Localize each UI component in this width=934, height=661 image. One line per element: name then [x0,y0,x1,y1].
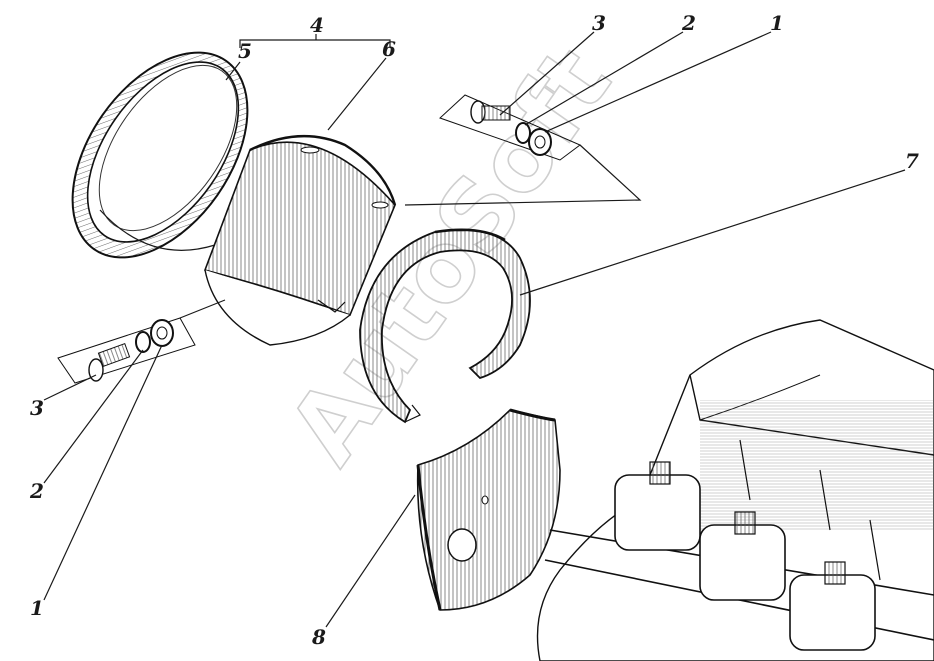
engine-assembly [536,319,934,661]
cylinder-cap-1 [614,461,701,551]
ring-part-5 [71,51,249,259]
cylinder-cap-3 [789,561,876,651]
washer-spring-left [135,331,151,353]
callout-3-top: 3 [592,11,606,35]
cylinder-cap-2 [699,511,786,601]
callout-7: 7 [905,149,919,173]
screw-left [88,342,131,382]
callout-1-left: 1 [30,596,44,620]
band-part-7 [359,228,531,424]
callout-2-left: 2 [29,479,44,503]
bracket-4 [239,39,391,48]
fastener-group-top [404,94,642,206]
washer-spring-top [515,122,531,144]
band-part-6 [203,134,397,346]
callout-4: 4 [310,13,324,37]
screw-top [470,100,511,124]
callout-3-left: 3 [30,396,44,420]
callout-1-top: 1 [770,11,784,35]
callout-5: 5 [238,39,252,63]
fastener-group-left [57,299,226,384]
guard-part-8 [416,408,561,611]
callout-2-top: 2 [681,11,696,35]
leader-lines [43,31,906,628]
callout-6: 6 [382,37,396,61]
callout-8: 8 [311,625,326,649]
